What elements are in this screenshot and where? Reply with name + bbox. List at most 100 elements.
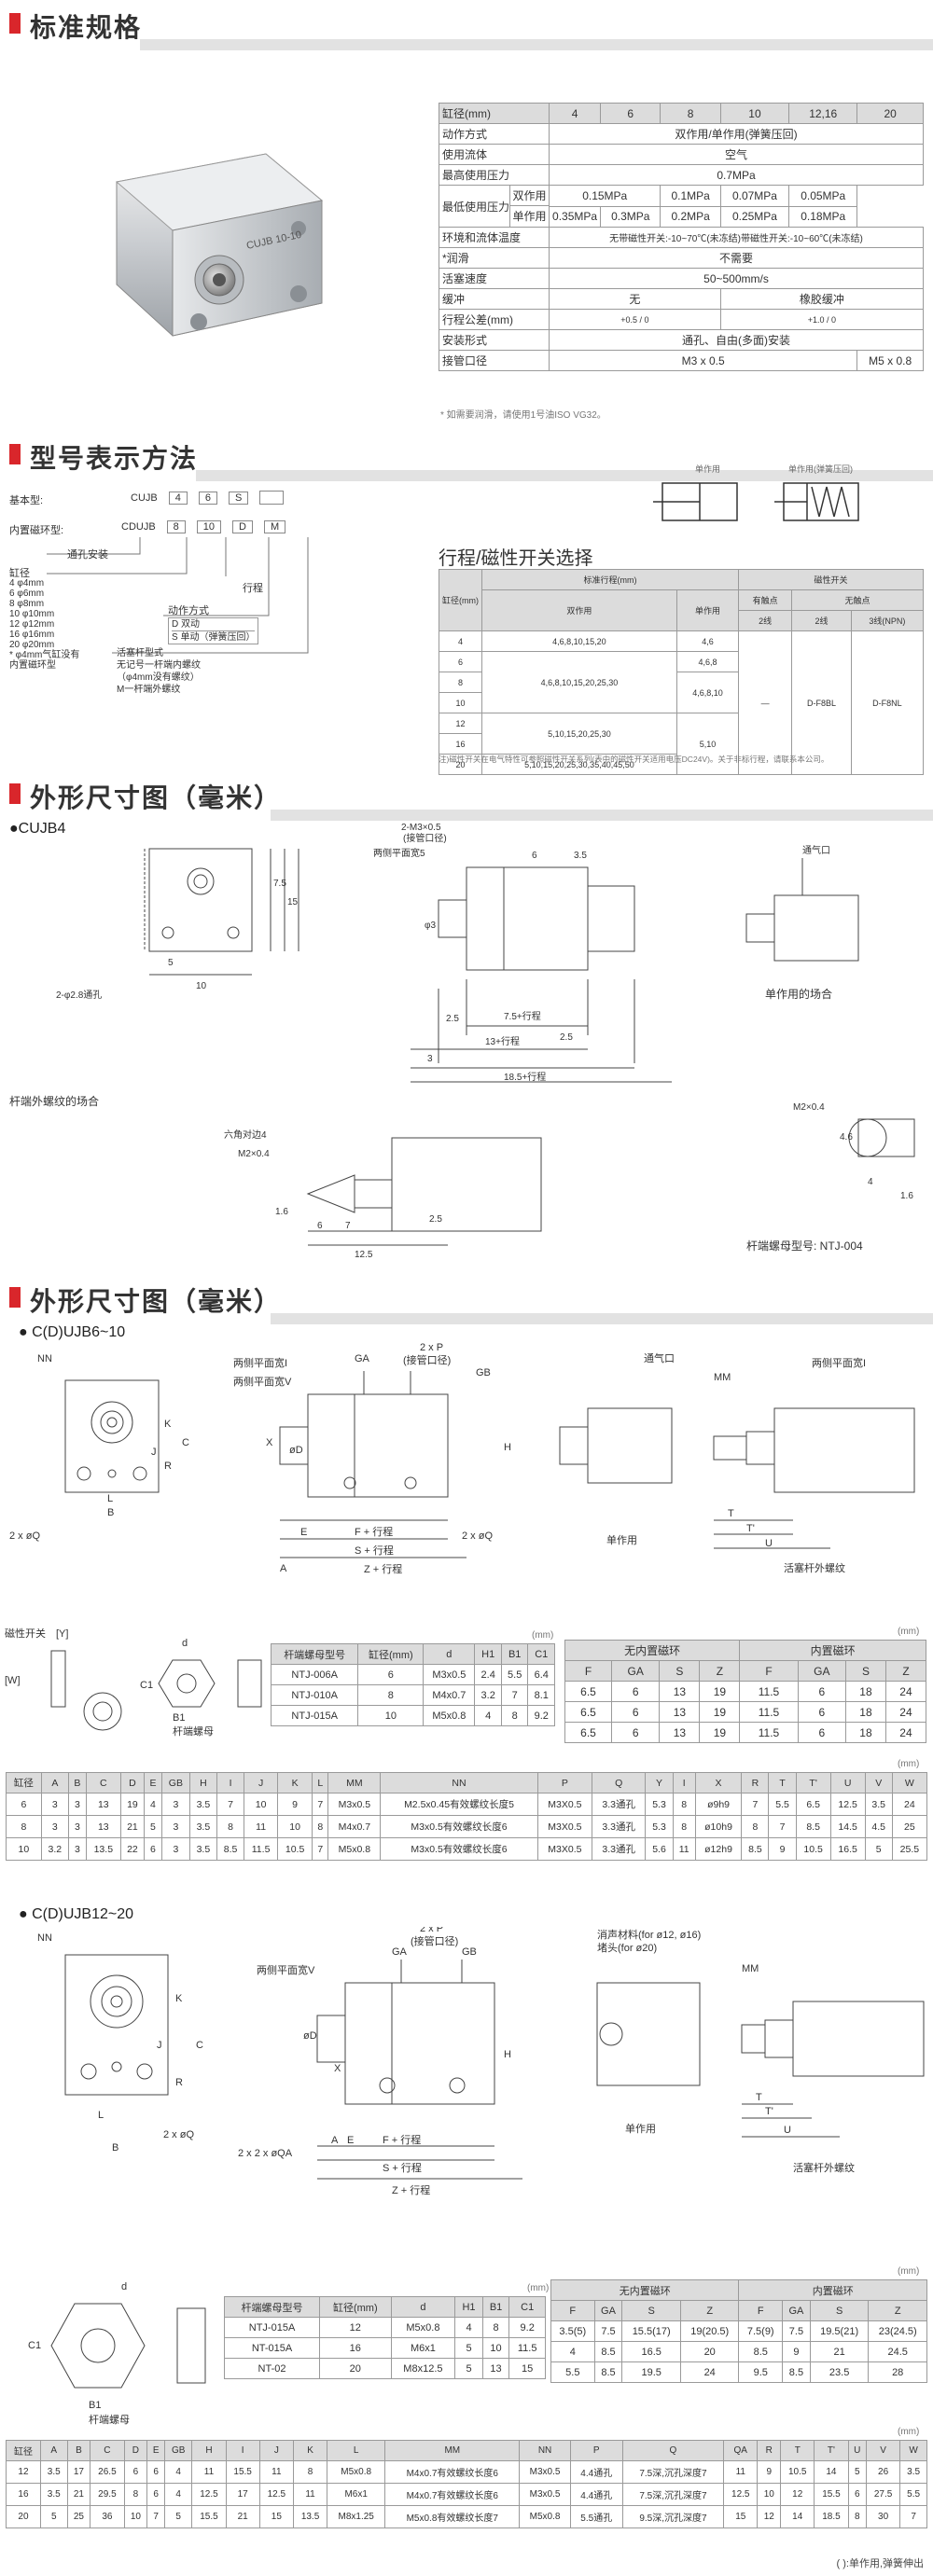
- dim-cell: 3.5: [188, 1837, 217, 1861]
- magnet-header: GA: [611, 1660, 661, 1682]
- dim-cell: 7: [741, 1793, 770, 1816]
- dim-label: 消声材料(for ø12, ø16): [597, 1928, 701, 1941]
- stroke-cell: 4: [439, 630, 482, 652]
- dim-label: 活塞杆外螺纹: [793, 2161, 855, 2174]
- magnet-cell: 11.5: [739, 1722, 799, 1743]
- dim-cell: 8: [672, 1815, 696, 1838]
- dim-label: Z + 行程: [364, 1563, 402, 1575]
- dim-label: 两侧平面宽5: [373, 847, 425, 859]
- dim-cell: 12.5: [723, 2483, 759, 2506]
- stroke-cell: 5,10: [675, 713, 740, 775]
- dim-label: 通气口: [802, 844, 830, 856]
- section-title: 型号表示方法: [30, 443, 199, 474]
- switch-cell: D-F8BL: [791, 630, 852, 775]
- dim-cell: 6: [847, 2483, 868, 2506]
- dim-label: NN: [37, 1932, 52, 1944]
- dim-cell: 3.2: [40, 1837, 69, 1861]
- dim-header: Q: [621, 2440, 725, 2461]
- dim-cell: 3: [160, 1793, 190, 1816]
- dim-header: U: [847, 2440, 868, 2461]
- dim-cell: 12: [6, 2460, 41, 2484]
- magnet-cell: 24: [884, 1701, 927, 1723]
- spec-row-value: 橡胶缓冲: [719, 288, 925, 310]
- dim-label: 2-M3×0.5: [401, 823, 441, 833]
- dim-cell: 6: [144, 1837, 162, 1861]
- magnet-cell: 9: [782, 2341, 811, 2362]
- magnet-cell: 24: [679, 2361, 740, 2383]
- nut-cell: 11.5: [508, 2337, 546, 2359]
- dim-header: T': [814, 2440, 849, 2461]
- dim-cell: 4: [144, 1793, 162, 1816]
- dim-value: 6: [532, 851, 537, 861]
- spec-row-label: 安装形式: [438, 329, 550, 351]
- spec-header-cell: 20: [856, 103, 924, 124]
- dim-letter: H: [504, 2049, 511, 2060]
- spec-row-value: 0.05MPa: [788, 185, 858, 207]
- magnet-cell: 6: [797, 1722, 846, 1743]
- magnet-cell: 11.5: [739, 1701, 799, 1723]
- dim-letter: K: [164, 1419, 172, 1430]
- section-rule: [196, 470, 933, 481]
- dim-header: D: [123, 2440, 148, 2461]
- stroke-cell: 10: [439, 692, 482, 713]
- dim-label: 杆端外螺纹的场合: [9, 1094, 99, 1108]
- dim-letter: T: [728, 1508, 734, 1519]
- magnet-cell: 8.5: [593, 2361, 623, 2383]
- dim-letter: øD: [289, 1445, 303, 1456]
- dim-letter: B: [107, 1507, 114, 1518]
- magnet-cell: 16.5: [621, 2341, 681, 2362]
- dim-label: B1: [173, 1712, 185, 1724]
- dim-cell: M3x0.5有效螺纹长度6: [380, 1815, 538, 1838]
- dim-header: K: [292, 2440, 328, 2461]
- magnet-cell: 9.5: [738, 2361, 784, 2383]
- dim-label: 两侧平面宽V: [233, 1375, 292, 1388]
- dim-cell: 7: [899, 2505, 927, 2528]
- spec-header-bore: 缸径(mm): [438, 103, 550, 124]
- dim-header: C: [85, 1772, 121, 1794]
- nut-header: H1: [474, 1643, 502, 1665]
- magnet-cell: 6: [611, 1681, 661, 1702]
- spec-row-value: 双作用/单作用(弹簧压回): [549, 123, 924, 145]
- dim-letter: [Y]: [56, 1628, 68, 1640]
- dim-header: B: [67, 1772, 87, 1794]
- dim-cell: 5: [39, 2505, 68, 2528]
- magnet-cell: 6.5: [564, 1681, 613, 1702]
- dim-cell: 21: [66, 2483, 91, 2506]
- magnet-cell: 18: [844, 1722, 886, 1743]
- stroke-cell: 5,10,15,20,25,30: [481, 713, 677, 755]
- model-basic-code: CUJB 4 6 S: [131, 491, 285, 505]
- dim-cell: 7: [216, 1793, 245, 1816]
- spec-row-label: 使用流体: [438, 144, 550, 165]
- dim-value: 1.6: [275, 1207, 288, 1217]
- nut-header: C1: [527, 1643, 555, 1665]
- dim-cell: 5.6: [645, 1837, 674, 1861]
- dim-cell: 13.5: [85, 1837, 121, 1861]
- dim-cell: 5: [144, 1815, 162, 1838]
- section-header-spec: 标准规格: [0, 0, 933, 50]
- dim-header: K: [277, 1772, 313, 1794]
- dim-cell: 3.5: [188, 1793, 217, 1816]
- magnet-cell: 6: [611, 1722, 661, 1743]
- nut-cell: 13: [481, 2358, 510, 2379]
- nut-header: 缸径(mm): [357, 1643, 425, 1665]
- magnet-cell: 6: [797, 1701, 846, 1723]
- dim-cell: 7: [768, 1815, 797, 1838]
- dim-header: L: [327, 2440, 386, 2461]
- nut-header: 杆端螺母型号: [223, 2296, 321, 2318]
- drawing-12-20: NN 2 x P (接管口径) GA GB 两侧平面宽V 消声材料(for ø1…: [37, 1927, 925, 2196]
- nut-cell: 16: [319, 2337, 392, 2359]
- dim-header: T: [780, 2440, 815, 2461]
- dim-header: I: [225, 2440, 260, 2461]
- dim-cell: 3.3通孔: [591, 1815, 647, 1838]
- stroke-header: 无触点: [791, 589, 924, 611]
- dim-header: R: [757, 2440, 782, 2461]
- model-code-part: [259, 491, 285, 505]
- dim-letter: B: [112, 2142, 118, 2154]
- dim-cell: 36: [90, 2505, 125, 2528]
- magnet-cell: 21: [809, 2341, 870, 2362]
